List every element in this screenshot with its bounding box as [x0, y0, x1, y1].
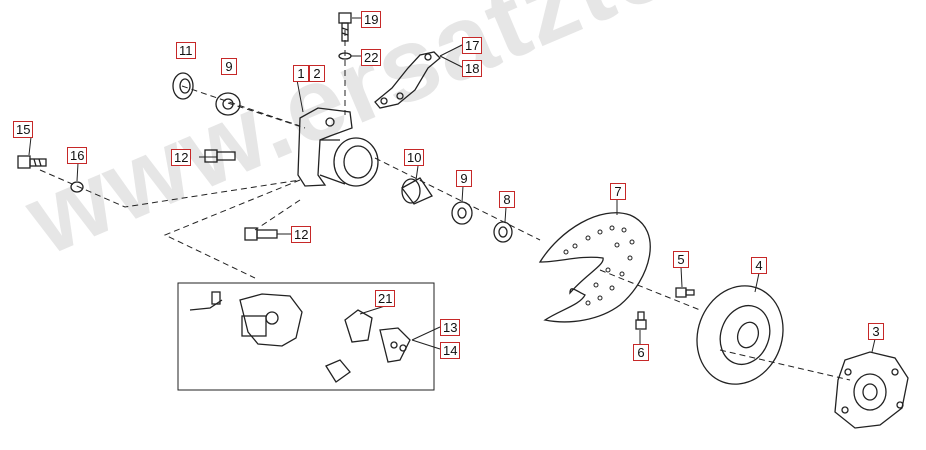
bolt-12-lower — [244, 227, 278, 241]
seal-8 — [493, 221, 513, 243]
callout-1: 1 — [293, 65, 309, 82]
callout-9-upper: 9 — [221, 58, 237, 75]
callout-3: 3 — [868, 323, 884, 340]
callout-2: 2 — [309, 65, 325, 82]
callout-19: 19 — [361, 11, 382, 28]
callout-12-upper: 12 — [171, 149, 192, 166]
callout-6: 6 — [633, 344, 649, 361]
callout-11: 11 — [176, 42, 196, 59]
callout-22: 22 — [361, 49, 382, 66]
bearing-9-lower — [451, 201, 473, 225]
callout-5: 5 — [673, 251, 689, 268]
bolt-12-upper — [204, 149, 236, 163]
callout-12-lower: 12 — [291, 226, 312, 243]
knuckle-1-2 — [297, 107, 379, 187]
callout-18: 18 — [462, 60, 483, 77]
callout-7: 7 — [610, 183, 626, 200]
caliper-group-frame — [177, 282, 435, 391]
callout-13: 13 — [440, 319, 461, 336]
seal-11 — [172, 72, 194, 100]
nut-16 — [70, 181, 84, 193]
dashed-guide-lines — [39, 30, 851, 381]
bolt-5 — [675, 287, 695, 298]
bolt-19 — [338, 12, 352, 42]
rotor-4 — [696, 285, 784, 385]
callout-leaders — [28, 17, 876, 353]
callout-10: 10 — [404, 149, 425, 166]
bolt-6 — [635, 311, 647, 330]
brake-disc-7 — [538, 212, 651, 323]
spacer-10 — [401, 177, 433, 205]
callout-8: 8 — [499, 191, 515, 208]
callout-14: 14 — [440, 342, 461, 359]
callout-16: 16 — [67, 147, 88, 164]
bearing-9-upper — [215, 92, 241, 116]
caliper-assembly — [189, 291, 303, 347]
callout-21: 21 — [375, 290, 396, 307]
brake-pads-13-14-21 — [325, 309, 411, 383]
arm-17-18 — [374, 51, 441, 109]
hub-3 — [834, 351, 909, 429]
bolt-15 — [17, 155, 47, 169]
callout-17: 17 — [462, 37, 483, 54]
callout-15: 15 — [13, 121, 34, 138]
callout-9-lower: 9 — [456, 170, 472, 187]
callout-4: 4 — [751, 257, 767, 274]
